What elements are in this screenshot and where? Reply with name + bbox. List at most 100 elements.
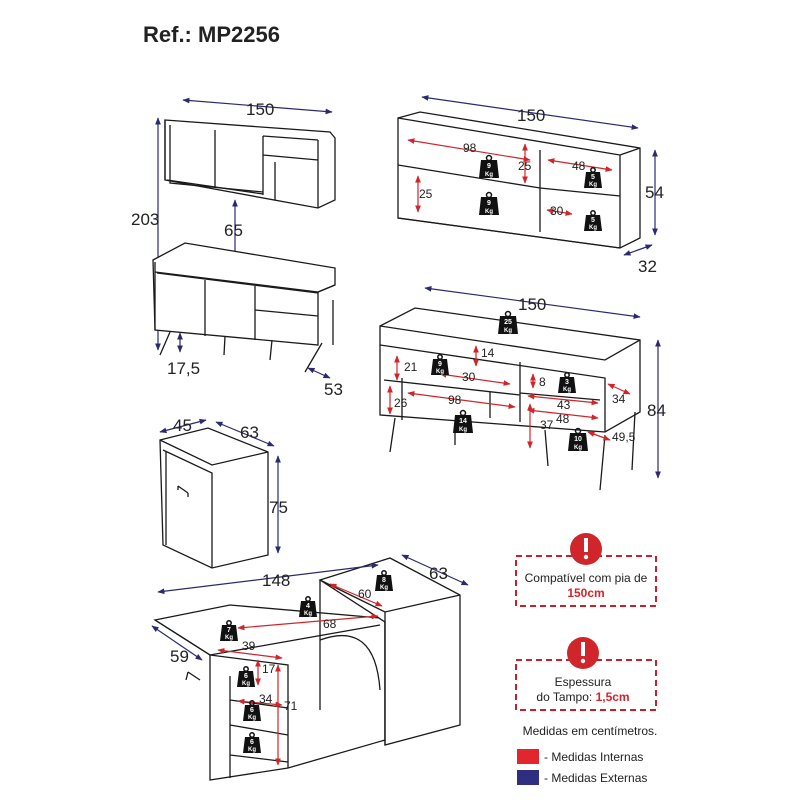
svg-text:25: 25 [504, 319, 512, 326]
dim-desk-60: 60 [358, 587, 372, 601]
units-note: Medidas em centímetros. [523, 724, 658, 738]
dim-column-63: 63 [240, 423, 259, 442]
dim-desk-59: 59 [170, 647, 189, 666]
dim-column-45: 45 [173, 416, 192, 435]
load-weight-6a: 6Kg [237, 666, 255, 687]
dim-desk-39: 39 [242, 639, 256, 653]
sink-note-line2: 150cm [567, 586, 604, 600]
svg-text:14: 14 [459, 418, 467, 425]
load-weight-6b: 6Kg [243, 700, 261, 721]
dim-shelf-depth: 32 [638, 257, 657, 276]
top-note-line1: Espessura [555, 675, 612, 689]
svg-text:9: 9 [438, 361, 442, 368]
dim-buffet-98: 98 [448, 393, 462, 407]
svg-text:Kg: Kg [459, 427, 467, 433]
l-desk [153, 557, 461, 781]
dim-buffet-49: 49,5 [612, 430, 636, 444]
dim-shelf-30: 30 [550, 204, 564, 218]
svg-text:5: 5 [591, 217, 595, 224]
load-weight-9a: 9Kg [479, 154, 499, 178]
load-weight-6c: 6Kg [243, 732, 261, 753]
dim-buffet-8: 8 [539, 375, 546, 389]
dim-desk-71: 71 [284, 699, 298, 713]
dim-shelf-25a: 25 [518, 159, 532, 173]
svg-text:9: 9 [487, 163, 491, 170]
load-weight-9b: 9Kg [479, 191, 499, 215]
lower-cabinet [152, 242, 336, 373]
dim-buffet-26: 26 [394, 396, 408, 410]
svg-text:Kg: Kg [380, 585, 388, 591]
dim-shelf-48: 48 [572, 159, 586, 173]
svg-text:Kg: Kg [485, 209, 493, 215]
load-weight-3: 3Kg [558, 372, 576, 393]
legend-label-external: - Medidas Externas [544, 771, 647, 785]
dim-column-75: 75 [269, 498, 288, 517]
dim-buffet-48: 48 [556, 412, 570, 426]
dim-buffet-37: 37 [540, 418, 554, 432]
svg-text:Kg: Kg [248, 747, 256, 753]
svg-text:7: 7 [227, 627, 231, 634]
svg-text:8: 8 [382, 577, 386, 584]
svg-text:9: 9 [487, 200, 491, 207]
load-weight-5a: 5Kg [584, 167, 602, 188]
dim-buffet-21: 21 [404, 360, 418, 374]
svg-text:Kg: Kg [589, 225, 597, 231]
dim-upper-width: 150 [246, 100, 274, 119]
svg-text:5: 5 [591, 174, 595, 181]
load-weight-4: 4Kg [299, 596, 317, 617]
dim-buffet-43: 43 [557, 398, 571, 412]
dim-shelf-width: 150 [517, 106, 545, 125]
svg-text:Kg: Kg [574, 445, 582, 451]
svg-text:6: 6 [250, 707, 254, 714]
dim-buffet-height: 84 [647, 401, 666, 420]
svg-text:Kg: Kg [304, 611, 312, 617]
svg-text:10: 10 [574, 436, 582, 443]
dim-shelf-height: 54 [645, 183, 664, 202]
svg-text:6: 6 [250, 739, 254, 746]
dim-desk-17: 17 [262, 662, 276, 676]
dim-desk-63: 63 [429, 564, 448, 583]
dim-total-height: 203 [131, 210, 159, 229]
svg-text:Kg: Kg [225, 635, 233, 641]
svg-text:Kg: Kg [436, 369, 444, 375]
svg-text:Kg: Kg [563, 387, 571, 393]
svg-text:6: 6 [244, 673, 248, 680]
reference-title: Ref.: MP2256 [143, 22, 280, 47]
column-cabinet [159, 427, 269, 569]
svg-text:Kg: Kg [504, 328, 512, 334]
dim-buffet-30: 30 [462, 370, 476, 384]
svg-text:Kg: Kg [248, 715, 256, 721]
dim-buffet-14: 14 [481, 346, 495, 360]
legend: - Medidas Internas - Medidas Externas [517, 749, 647, 785]
dim-buffet-width: 150 [518, 295, 546, 314]
buffet [379, 307, 641, 491]
dim-leg-height: 17,5 [167, 359, 200, 378]
dim-shelf-25b: 25 [419, 187, 433, 201]
svg-text:Kg: Kg [589, 182, 597, 188]
legend-label-internal: - Medidas Internas [544, 750, 643, 764]
top-note-line2: do Tampo: 1,5cm [536, 690, 629, 704]
svg-text:4: 4 [306, 603, 310, 610]
dim-buffet-34: 34 [612, 392, 626, 406]
legend-swatch-external [517, 770, 539, 785]
dim-desk-34: 34 [259, 692, 273, 706]
load-weight-9c: 9Kg [431, 354, 449, 375]
upper-cabinet [164, 119, 336, 209]
dim-desk-68: 68 [323, 617, 337, 631]
top-thickness-note: Espessura do Tampo: 1,5cm [515, 637, 657, 711]
legend-swatch-internal [517, 749, 539, 764]
svg-text:Kg: Kg [485, 172, 493, 178]
sink-compatibility-note: Compatível com pia de 150cm [515, 533, 657, 607]
dim-gap: 65 [224, 221, 243, 240]
dim-shelf-98: 98 [463, 141, 477, 155]
sink-note-line1: Compatível com pia de [525, 571, 648, 585]
load-weight-5b: 5Kg [584, 210, 602, 231]
dim-cabinet-depth: 53 [324, 380, 343, 399]
load-weight-7: 7Kg [220, 620, 238, 641]
load-weight-8: 8Kg [375, 570, 393, 591]
dim-desk-148: 148 [262, 571, 290, 590]
